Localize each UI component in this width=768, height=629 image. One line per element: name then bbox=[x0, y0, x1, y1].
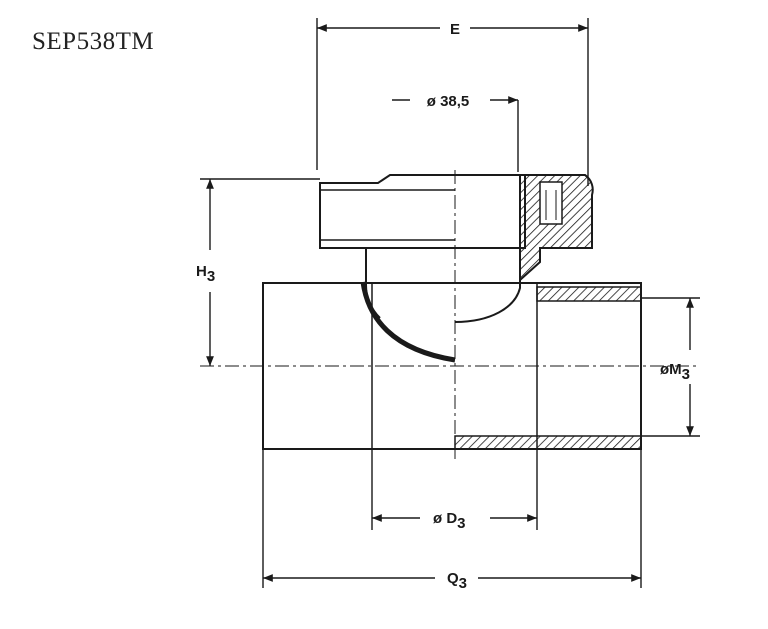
saddle-cap bbox=[319, 174, 526, 323]
centre-lines bbox=[200, 170, 700, 460]
dimension-h3 bbox=[200, 178, 320, 366]
threaded-side-port bbox=[519, 174, 594, 283]
cutter-arc bbox=[360, 281, 456, 363]
lower-wall-section bbox=[454, 435, 642, 450]
neck-right bbox=[454, 248, 521, 323]
dimension-e bbox=[316, 18, 589, 186]
dimension-m3 bbox=[641, 297, 700, 437]
dimension-q3-label: Q3 bbox=[447, 570, 467, 592]
port-bore bbox=[539, 181, 563, 225]
product-code-title: SEP538TM bbox=[32, 28, 155, 55]
dimension-d3 bbox=[371, 449, 538, 530]
dimension-38-5-label: ø 38,5 bbox=[427, 93, 470, 110]
upper-wall-section bbox=[536, 286, 642, 302]
cap-outline bbox=[319, 174, 526, 249]
dimension-q3 bbox=[262, 449, 642, 588]
dimension-38-5 bbox=[392, 96, 519, 172]
dimension-e-label: E bbox=[450, 21, 460, 38]
dimension-h3-label: H3 bbox=[196, 263, 215, 285]
dimension-m3-label: øM3 bbox=[660, 361, 690, 383]
dimension-d3-label: ø D3 bbox=[433, 510, 466, 532]
